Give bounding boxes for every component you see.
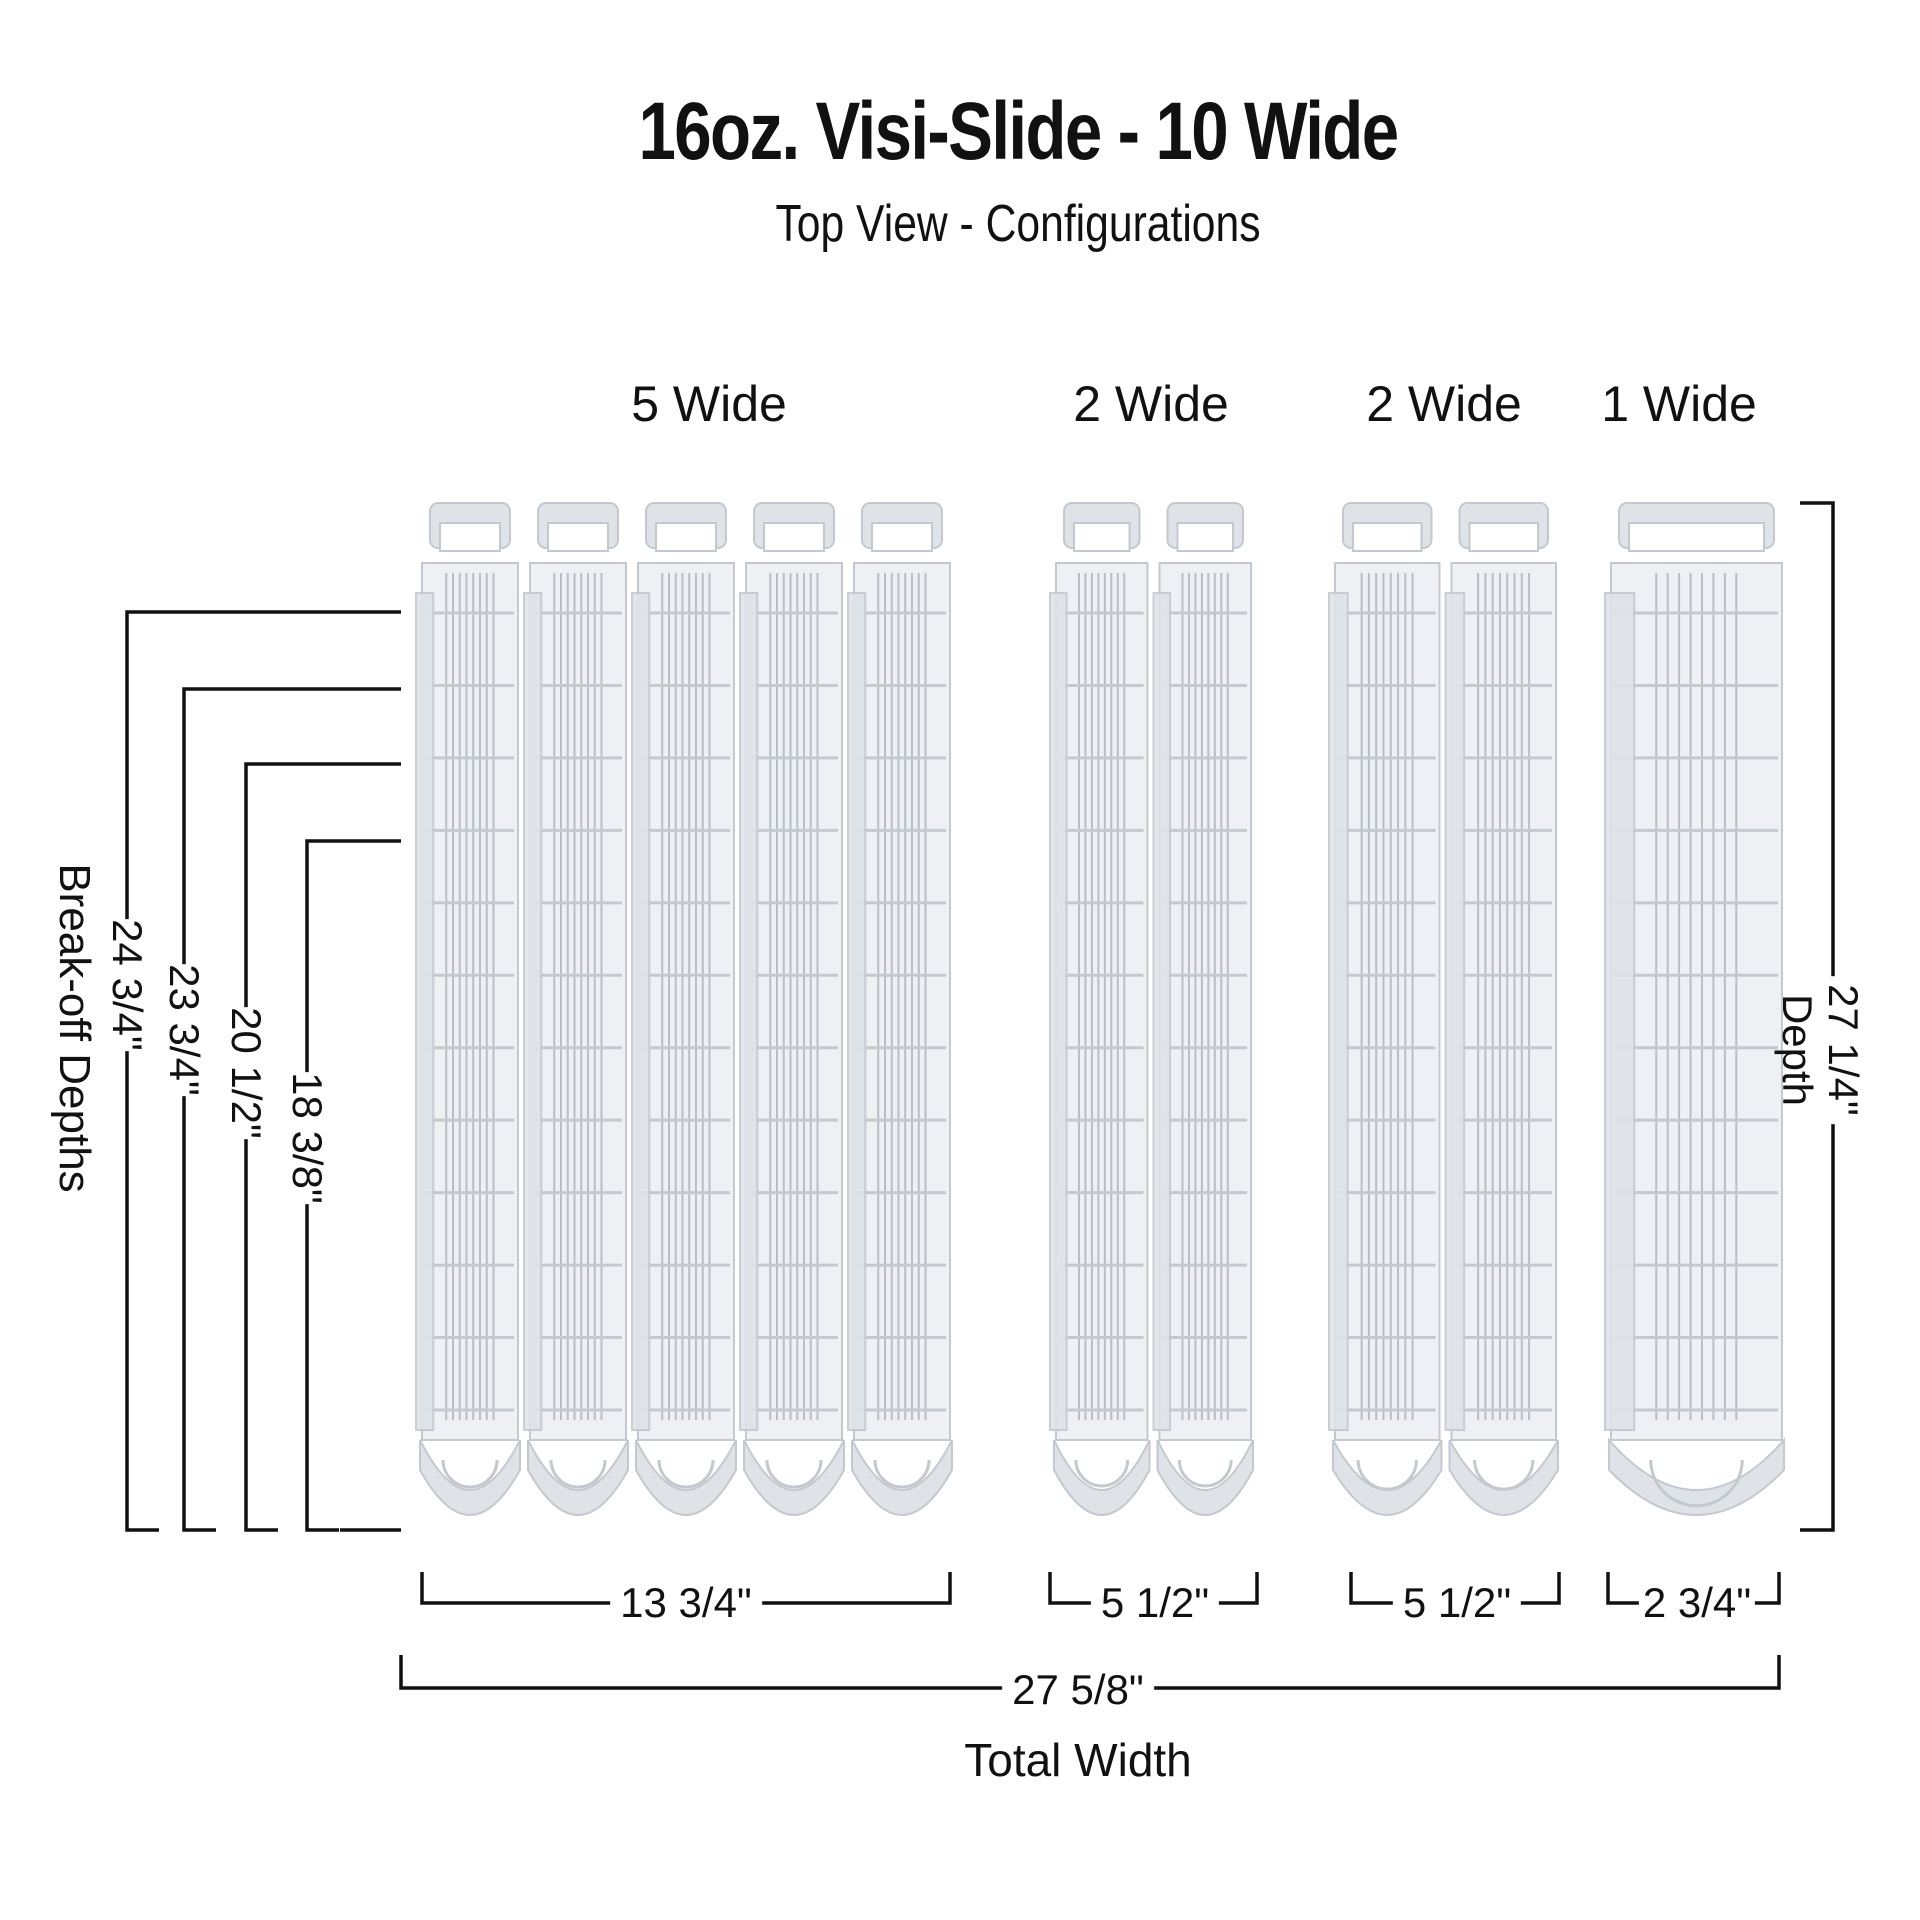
tray-handle-slot (439, 522, 501, 552)
breakoff-23-3-4: 23 3/4" (154, 964, 214, 1096)
width-1-wide: 2 3/4" (1638, 1579, 1756, 1627)
width-2-wide-b: 5 1/2" (1392, 1579, 1522, 1627)
tray-handle-slot (547, 522, 609, 552)
tray-foot-arc (873, 1459, 931, 1489)
tray-handle-slot (871, 522, 933, 552)
width-5-wide: 13 3/4" (610, 1579, 762, 1627)
tray-handle-slot (763, 522, 825, 552)
tray-side-rail (847, 592, 867, 1431)
breakoff-20-1-2: 20 1/2" (216, 1007, 276, 1139)
tray-foot (1156, 1439, 1254, 1516)
tray-foot (743, 1439, 845, 1516)
tray-body (637, 562, 735, 1441)
tray-foot (635, 1439, 737, 1516)
tray-body (1610, 562, 1783, 1441)
tray-side-rail (631, 592, 651, 1431)
tray-body (1055, 562, 1149, 1441)
tray-foot (1448, 1439, 1559, 1516)
breakoff-24-3-4: 24 3/4" (97, 919, 157, 1051)
tray-handle-slot (1468, 522, 1539, 552)
breakoff-bracket-0 (125, 610, 401, 1532)
tray-foot-arc (441, 1459, 499, 1489)
tray-body (421, 562, 519, 1441)
tray-foot-arc (657, 1459, 715, 1489)
breakoff-bracket-1 (182, 687, 401, 1532)
tray-side-rail (1049, 592, 1068, 1431)
tray-handle-slot (655, 522, 717, 552)
tray-handle-slot (1628, 522, 1765, 552)
total-width-value: 27 5/8" (1002, 1666, 1154, 1714)
tray-handle-slot (1176, 522, 1234, 552)
tray-foot (1053, 1439, 1151, 1516)
tray-body (853, 562, 951, 1441)
tray-side-rail (739, 592, 759, 1431)
label-2-wide-b: 2 Wide (1366, 376, 1522, 432)
tray-body (1334, 562, 1441, 1441)
tray-foot-arc (1177, 1459, 1233, 1488)
depth-label: Depth (1774, 993, 1821, 1107)
page-title: 16oz. Visi-Slide - 10 Wide (638, 86, 1400, 177)
tray-side-rail (1328, 592, 1349, 1431)
tray-body (529, 562, 627, 1441)
tray-foot (419, 1439, 521, 1516)
tray-foot-arc (549, 1459, 607, 1489)
tray-side-rail (1604, 592, 1636, 1431)
subtitle: Top View - Configurations (775, 195, 1261, 253)
tray-body (745, 562, 843, 1441)
breakoff-label: Break-off Depths (50, 863, 99, 1193)
tray-foot (851, 1439, 953, 1516)
tray-body (1158, 562, 1252, 1441)
tray-handle-slot (1352, 522, 1423, 552)
tray-side-rail (523, 592, 543, 1431)
width-2-wide-a: 5 1/2" (1090, 1579, 1220, 1627)
depth-value: 27 1/4" (1819, 976, 1867, 1124)
tray-foot-arc (765, 1459, 823, 1489)
label-5-wide: 5 Wide (631, 376, 787, 432)
breakoff-18-3-8: 18 3/8" (277, 1072, 337, 1204)
tray-side-rail (415, 592, 435, 1431)
tray-body (1450, 562, 1557, 1441)
tray-foot-arc (1356, 1459, 1418, 1491)
breakoff-bracket-2 (244, 762, 401, 1532)
tray-foot (1608, 1437, 1785, 1516)
tray-foot (527, 1439, 629, 1516)
tray-side-rail (1444, 592, 1466, 1431)
label-1-wide: 1 Wide (1601, 376, 1757, 432)
tray-foot-arc (1074, 1459, 1130, 1488)
tray-foot-arc (1473, 1459, 1535, 1491)
tray-handle-slot (1073, 522, 1131, 552)
total-width-label: Total Width (964, 1734, 1192, 1786)
label-2-wide-a: 2 Wide (1073, 376, 1229, 432)
tray-foot (1332, 1439, 1443, 1516)
tray-foot-arc (1649, 1459, 1744, 1508)
tray-side-rail (1152, 592, 1172, 1431)
